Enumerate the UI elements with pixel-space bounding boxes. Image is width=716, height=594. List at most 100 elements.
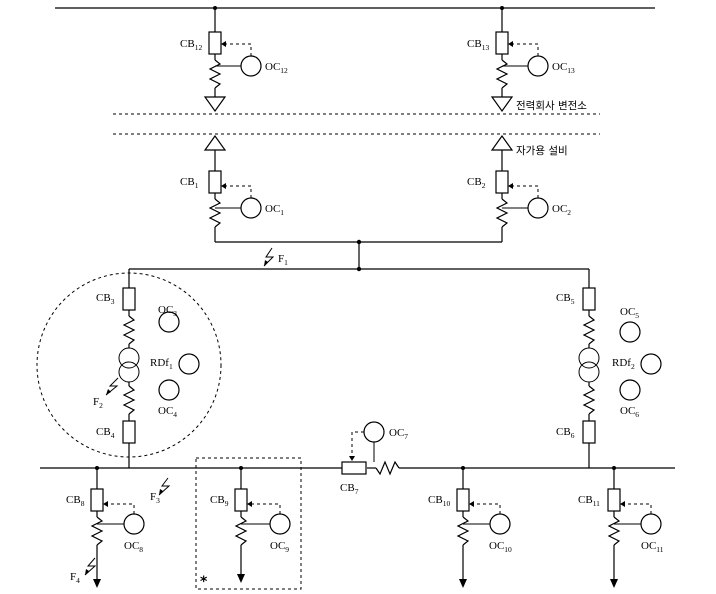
label-oc9: OC9 (270, 540, 289, 554)
asterisk-marker: * (200, 574, 208, 590)
label-oc10: OC10 (489, 540, 512, 554)
utility-substation-label: 전력회사 변전소 (516, 100, 587, 112)
feeder-cb9: CB9 OC9 * (200, 468, 291, 590)
ct-coil (234, 516, 248, 546)
ct-coil (607, 516, 621, 546)
fault-f1: F1 (263, 247, 288, 267)
incomer-cb2: CB2 OC2 (467, 134, 571, 242)
ct-coil (208, 59, 222, 89)
arrow-down (203, 96, 227, 113)
breaker-cb8 (90, 488, 104, 512)
label-rdf2: RDf2 (612, 357, 635, 371)
relay-oc5 (619, 321, 641, 343)
ct-coil (495, 59, 509, 89)
breaker-cb1 (208, 170, 222, 194)
ct-coil (582, 315, 596, 345)
label-oc4: OC4 (158, 405, 177, 419)
relay-oc2 (527, 197, 549, 219)
breaker-cb6 (582, 420, 596, 444)
label-cb6: CB6 (556, 426, 575, 440)
label-oc11: OC11 (641, 540, 664, 554)
feeder-cb11: CB11 OC11 (578, 468, 664, 588)
label-cb9: CB9 (210, 494, 229, 508)
transformer-feeder-left: CB3 CB4 OC3 RDf1 OC4 F2 (93, 269, 200, 468)
label-cb1: CB1 (180, 176, 199, 190)
label-cb11: CB11 (578, 494, 600, 508)
svg-text:F4: F4 (70, 571, 80, 585)
breaker-cb7 (341, 461, 367, 475)
bus-tie-coil (375, 460, 400, 476)
relay-rdf1 (178, 353, 200, 375)
arrow-down (459, 579, 467, 588)
transformer-primary (118, 347, 140, 369)
ct-coil (90, 516, 104, 546)
fault-f2: F2 (93, 377, 119, 410)
label-oc7: OC7 (389, 427, 408, 441)
breaker-cb5 (582, 287, 596, 311)
label-cb2: CB2 (467, 176, 486, 190)
arrow-up (203, 134, 227, 151)
label-oc13: OC13 (552, 61, 575, 75)
breaker-cb4 (122, 420, 136, 444)
label-cb4: CB4 (96, 426, 115, 440)
relay-oc11 (640, 513, 662, 535)
relay-oc1 (240, 197, 262, 219)
label-cb13: CB13 (467, 38, 489, 52)
svg-text:F3: F3 (150, 491, 160, 505)
breaker-cb10 (456, 488, 470, 512)
label-cb5: CB5 (556, 292, 575, 306)
label-oc5: OC5 (620, 306, 639, 320)
arrow-down (610, 579, 618, 588)
relay-oc12 (240, 55, 262, 77)
relay-rdf2 (640, 353, 662, 375)
arrow-down (237, 574, 245, 583)
breaker-cb9 (234, 488, 248, 512)
label-cb12: CB12 (180, 38, 202, 52)
ct-coil (208, 198, 222, 228)
highlight-box (195, 457, 302, 590)
label-oc8: OC8 (124, 540, 143, 554)
relay-oc3 (158, 311, 180, 333)
relay-oc8 (123, 513, 145, 535)
transformer-feeder-right: CB5 CB6 OC5 RDf2 OC6 (556, 269, 662, 468)
transformer-secondary (578, 361, 600, 383)
transformer-primary (578, 347, 600, 369)
svg-text:F2: F2 (93, 396, 103, 410)
ct-coil (495, 198, 509, 228)
label-cb8: CB8 (66, 494, 85, 508)
relay-oc7 (363, 421, 385, 443)
relay-oc13 (527, 55, 549, 77)
breaker-cb2 (495, 170, 509, 194)
svg-text:F1: F1 (278, 253, 288, 267)
feeder-cb12: CB12 OC12 (180, 8, 288, 113)
fault-f3: F3 (150, 477, 171, 505)
label-rdf1: RDf1 (150, 357, 173, 371)
breaker-cb11 (607, 488, 621, 512)
relay-oc4 (158, 379, 180, 401)
relay-oc6 (619, 379, 641, 401)
feeder-cb13: CB13 OC13 (467, 8, 575, 113)
label-cb3: CB3 (96, 292, 115, 306)
label-oc2: OC2 (552, 203, 571, 217)
breaker-cb12 (208, 31, 222, 55)
ct-coil (456, 516, 470, 546)
ct-coil (122, 385, 136, 415)
feeder-cb10: CB10 OC10 (428, 468, 512, 588)
arrow-down (93, 579, 101, 588)
label-oc12: OC12 (265, 61, 288, 75)
label-oc3: OC3 (158, 304, 177, 318)
incomer-cb1: CB1 OC1 (180, 134, 284, 242)
ct-coil (582, 385, 596, 415)
label-oc6: OC6 (620, 405, 639, 419)
relay-oc10 (489, 513, 511, 535)
ct-coil (122, 315, 136, 345)
label-cb10: CB10 (428, 494, 450, 508)
arrow-down (490, 96, 514, 113)
customer-facility-label: 자가용 설비 (516, 145, 568, 157)
breaker-cb13 (495, 31, 509, 55)
fault-f4: F4 (70, 557, 97, 585)
feeder-cb8: CB8 OC8 F4 (66, 468, 145, 588)
label-oc1: OC1 (265, 203, 284, 217)
